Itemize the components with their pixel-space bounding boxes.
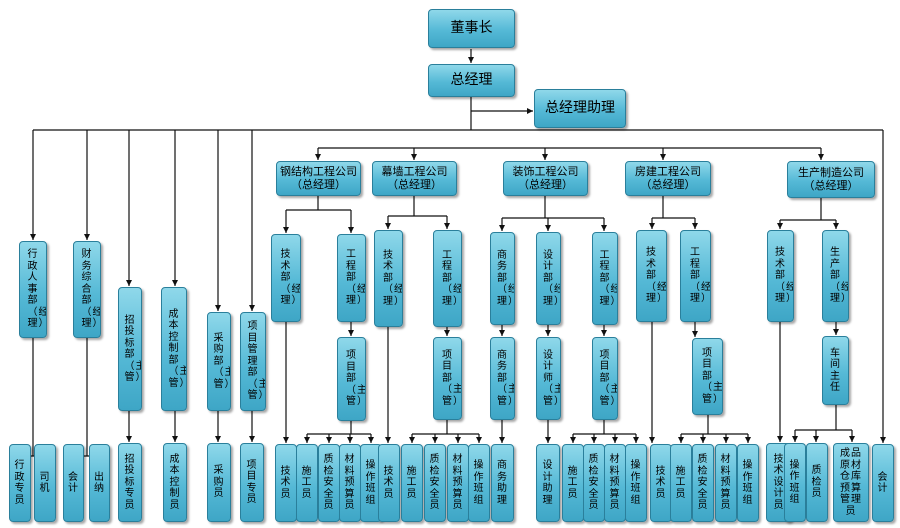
curtain-tech-dept-node: 技术部（经理） <box>374 230 403 327</box>
decor-business-supervisor-node: 商务部（主管） <box>490 337 515 420</box>
leaf-decor-qa-safety: 质检安全员 <box>583 444 605 522</box>
admin-hr-dept-node: 行政人事部（经理） <box>19 241 47 338</box>
leaf-curtain-qa-safety: 质检安全员 <box>424 444 446 522</box>
general-manager-node: 总经理 <box>428 64 515 97</box>
leaf-design-assistant: 设计助理 <box>536 444 560 522</box>
leaf-bidding-specialist: 招投标专员 <box>118 443 142 522</box>
leaf-curtain-material-budget: 材料预算员 <box>447 444 469 522</box>
leaf-admin-specialist: 行政专员 <box>9 444 31 522</box>
manufacturing-production-dept-node: 生产部（经理） <box>822 230 849 322</box>
leaf-decor-material-budget: 材料预算员 <box>604 444 626 522</box>
leaf-housing-work-team: 操作班组 <box>737 444 759 522</box>
housing-construction-company-node: 房建工程公司 （总经理） <box>625 161 711 196</box>
leaf-accountant: 会计 <box>63 444 84 522</box>
leaf-decor-construction-worker: 施工员 <box>562 444 584 522</box>
steel-project-dept-node: 项目部（主管） <box>337 337 366 421</box>
leaf-steel-technician: 技术员 <box>275 444 297 522</box>
housing-tech-dept-node: 技术部（经理） <box>636 230 667 322</box>
leaf-manufacturing-work-team: 操作班组 <box>784 443 806 522</box>
leaf-cashier: 出纳 <box>89 444 110 522</box>
leaf-manufacturing-accountant: 会计 <box>872 444 894 522</box>
steel-tech-dept-node: 技术部（经理） <box>271 234 301 322</box>
leaf-curtain-technician: 技术员 <box>378 444 400 522</box>
curtain-project-dept-node: 项目部（主管） <box>433 337 462 420</box>
curtain-wall-company-node: 幕墙工程公司 （总经理） <box>372 161 457 196</box>
manufacturing-company-node: 生产制造公司 （总经理） <box>787 161 875 198</box>
housing-engineering-dept-node: 工程部（经理） <box>680 230 711 322</box>
leaf-decor-work-team: 操作班组 <box>625 444 647 522</box>
leaf-quality-inspector: 质检员 <box>806 443 828 522</box>
leaf-steel-work-team: 操作班组 <box>360 444 382 522</box>
finance-dept-node: 财务综合部（经理） <box>73 241 101 338</box>
decoration-company-node: 装饰工程公司 （总经理） <box>503 161 588 196</box>
gm-assistant-node: 总经理助理 <box>534 89 626 128</box>
manufacturing-tech-dept-node: 技术部（经理） <box>767 230 794 322</box>
housing-project-dept-node: 项目部（主管） <box>692 338 723 415</box>
project-management-dept-node: 项目管理部（主管） <box>240 312 266 411</box>
cost-control-dept-node: 成本控制部（主管） <box>161 287 187 411</box>
leaf-warehouse-budget-manager: 成品原材仓库 预算管理员 <box>833 443 869 522</box>
leaf-business-assistant: 商务助理 <box>491 444 514 522</box>
leaf-steel-material-budget: 材料预算员 <box>339 444 361 522</box>
leaf-project-specialist: 项目专员 <box>240 443 264 522</box>
leaf-purchaser: 采购员 <box>207 443 231 522</box>
decor-design-dept-node: 设计部（经理） <box>536 232 561 325</box>
steel-structure-company-node: 钢结构工程公司 （总经理） <box>276 161 361 196</box>
decor-business-dept-node: 商务部（经理） <box>490 232 515 325</box>
bidding-dept-node: 招投标部（主管） <box>118 287 142 411</box>
curtain-engineering-dept-node: 工程部（经理） <box>433 230 462 327</box>
leaf-cost-controller: 成本控制员 <box>163 443 187 522</box>
leaf-housing-construction-worker: 施工员 <box>670 444 692 522</box>
decor-engineering-dept-node: 工程部（经理） <box>592 232 618 325</box>
leaf-driver: 司机 <box>34 444 56 522</box>
workshop-director-node: 车间主任 <box>822 336 849 405</box>
leaf-housing-qa-safety: 质检安全员 <box>692 444 714 522</box>
leaf-housing-material-budget: 材料预算员 <box>715 444 737 522</box>
chairman-node: 董事长 <box>428 9 515 48</box>
leaf-housing-technician: 技术员 <box>650 444 672 522</box>
purchasing-dept-node: 采购部（主管） <box>207 312 231 411</box>
decor-project-dept-node: 项目部（主管） <box>592 337 618 420</box>
leaf-steel-construction-worker: 施工员 <box>296 444 318 522</box>
steel-engineering-dept-node: 工程部（经理） <box>337 234 366 322</box>
decor-designer-node: 设计师（主管） <box>536 337 561 420</box>
leaf-curtain-work-team: 操作班组 <box>468 444 490 522</box>
leaf-curtain-construction-worker: 施工员 <box>401 444 423 522</box>
leaf-steel-qa-safety: 质检安全员 <box>318 444 340 522</box>
